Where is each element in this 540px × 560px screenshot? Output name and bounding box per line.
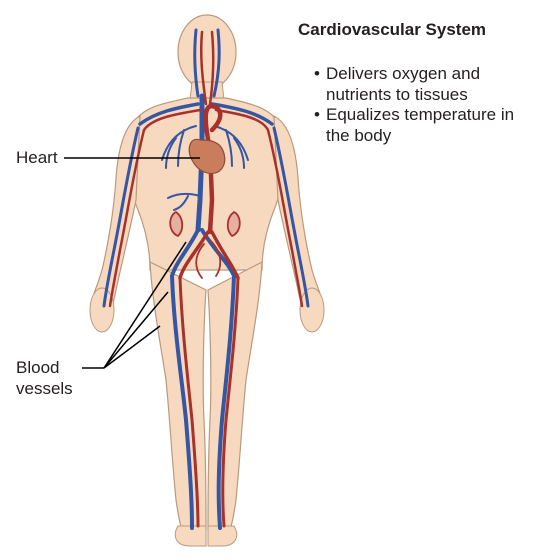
feature-item: • Delivers oxygen and nutrients to tissu… xyxy=(314,64,524,105)
body-silhouette xyxy=(89,14,325,547)
arm-artery-left xyxy=(108,108,202,308)
leg-artery-right xyxy=(221,276,240,528)
arm-vein-right xyxy=(272,126,310,308)
right-hand xyxy=(299,287,325,333)
feature-text: Delivers oxygen and nutrients to tissues xyxy=(326,64,481,104)
leader-lines xyxy=(64,157,200,369)
feature-item: • Equalizes temperature in the body xyxy=(314,105,524,146)
veins xyxy=(102,28,310,530)
feature-text: Equalizes temperature in the body xyxy=(326,105,515,145)
kidney-right xyxy=(226,211,241,237)
feature-list: • Delivers oxygen and nutrients to tissu… xyxy=(314,64,524,146)
left-foot xyxy=(174,525,207,547)
subclavian-vein-left xyxy=(138,102,200,126)
vessels-leader-line-lower xyxy=(103,325,161,369)
left-hand xyxy=(89,287,115,333)
diagram-title: Cardiovascular System xyxy=(298,20,487,39)
right-foot xyxy=(207,525,238,547)
head xyxy=(177,14,237,90)
vessels-leader-line-middle xyxy=(103,291,169,369)
leg-vein-right xyxy=(216,274,236,530)
iliac-artery-left xyxy=(178,230,210,280)
vena-cava xyxy=(195,93,205,233)
subclavian-vein-right xyxy=(210,102,274,126)
heart-label: Heart xyxy=(16,148,58,167)
bullet-marker: • xyxy=(314,64,320,83)
left-leg xyxy=(149,261,207,531)
carotid-artery-left xyxy=(199,30,208,106)
carotid-artery-right xyxy=(208,30,215,106)
iliac-artery-right xyxy=(210,230,240,280)
arm-artery-right xyxy=(214,108,304,308)
leg-vein-left xyxy=(170,274,194,530)
heart xyxy=(188,138,226,175)
leg-artery-left xyxy=(178,276,200,528)
right-leg xyxy=(207,260,263,531)
kidney-left xyxy=(169,211,184,237)
jugular-vein-right xyxy=(212,28,221,98)
vessels-leader-line-upper xyxy=(103,241,187,369)
arm-vein-left xyxy=(102,126,140,308)
bullet-marker: • xyxy=(314,105,320,124)
jugular-vein-left xyxy=(193,28,200,98)
intestine-vessels xyxy=(195,239,222,279)
liver-vessels xyxy=(167,192,201,211)
heart-organ xyxy=(188,138,226,175)
lung-vessels-right xyxy=(213,125,249,169)
iliac-vein-left xyxy=(170,228,200,278)
lung-vessels-left xyxy=(161,125,197,169)
blood-vessels-label: Blood vessels xyxy=(16,358,73,398)
